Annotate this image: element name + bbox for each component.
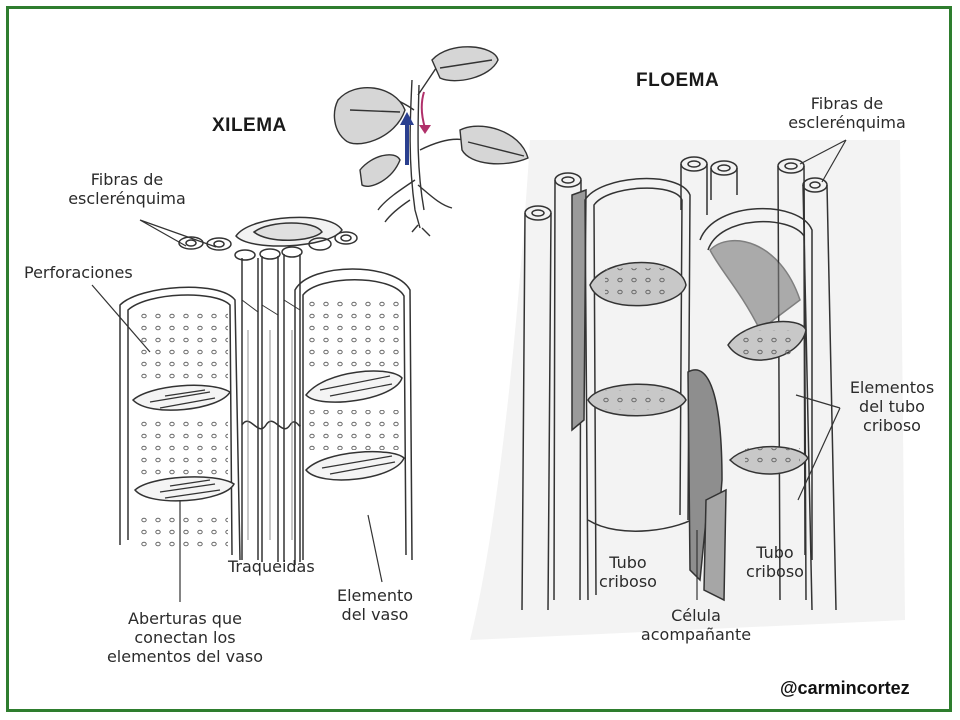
transport-arrows [400,91,431,165]
sieve-tube-elements-line3: criboso [863,416,921,435]
vessel-openings-label: Aberturas que conectan los elementos del… [90,609,280,666]
xylem-fibers-line2: esclerénquima [68,189,186,208]
xylem-fibers-line1: Fibras de [90,170,164,189]
vessel-openings-line1: Aberturas que [128,609,242,628]
phloem-title: FLOEMA [636,70,720,91]
companion-cell-line2: acompañante [640,625,752,644]
sieve-tube-right-line2: criboso [746,562,804,581]
phloem-fibers-line2: esclerénquima [788,113,906,132]
tracheids-label: Traqueidas [228,557,315,576]
sieve-tube-right-label: Tubo criboso [735,543,815,581]
sieve-tube-left-label: Tubo criboso [588,553,668,591]
sieve-tube-left-line1: Tubo [609,553,647,572]
vessel-element-label: Elemento del vaso [320,586,430,624]
border-frame [6,6,952,712]
companion-cell-label: Célula acompañante [626,606,766,644]
vessel-openings-line3: elementos del vaso [106,647,264,666]
sieve-tube-right-line1: Tubo [756,543,794,562]
companion-cell-line1: Célula [671,606,721,625]
perforations-label: Perforaciones [24,263,133,282]
sieve-tube-elements-label: Elementos del tubo criboso [840,378,944,435]
sieve-tube-elements-line2: del tubo [859,397,925,416]
vessel-openings-line2: conectan los [134,628,236,647]
phloem-drawing [470,139,905,640]
phloem-fibers-label: Fibras de esclerénquima [772,94,922,132]
xylem-drawing [91,216,413,602]
xylem-title: XILEMA [212,115,287,136]
vessel-element-line1: Elemento [336,586,414,605]
sieve-tube-elements-line1: Elementos [849,378,935,397]
plant-sketch [333,46,529,237]
author-credit: @carmincortez [780,678,910,698]
sieve-tube-left-line2: criboso [599,572,657,591]
phloem-fibers-line1: Fibras de [810,94,884,113]
vessel-element-line2: del vaso [341,605,409,624]
xylem-fibers-label: Fibras de esclerénquima [52,170,202,208]
